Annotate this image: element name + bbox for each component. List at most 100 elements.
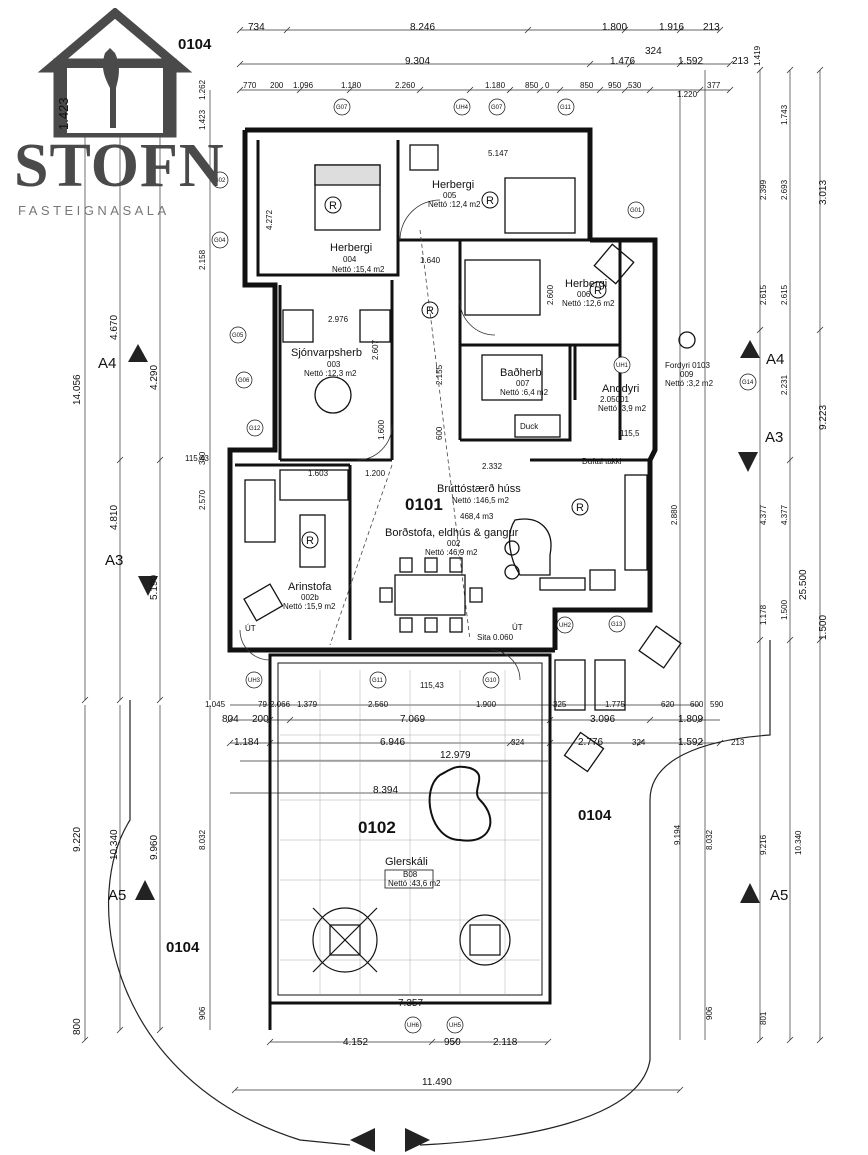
- svg-text:G02: G02: [214, 178, 226, 184]
- svg-text:8.032: 8.032: [705, 829, 714, 850]
- dimension-tick: [636, 739, 644, 747]
- svg-text:213: 213: [731, 738, 745, 747]
- svg-text:1.379: 1.379: [297, 700, 318, 709]
- svg-text:4.670: 4.670: [109, 315, 120, 340]
- svg-text:1.500: 1.500: [818, 615, 829, 640]
- dimension-tick: [726, 86, 734, 94]
- svg-text:324: 324: [645, 46, 662, 57]
- r-label: R: [329, 200, 337, 212]
- dim-bottom-total: 11.490: [422, 1077, 452, 1088]
- svg-text:1.419: 1.419: [753, 45, 762, 66]
- svg-text:79: 79: [258, 700, 267, 709]
- svg-text:2.880: 2.880: [670, 504, 679, 525]
- svg-text:1.220: 1.220: [677, 90, 698, 99]
- tag-markers: [211, 98, 757, 1034]
- glass-label-box: [384, 869, 434, 889]
- svg-text:2.615: 2.615: [780, 284, 789, 305]
- dimension-tick: [726, 60, 734, 68]
- note-ut: ÚT: [245, 624, 256, 633]
- room-name: Baðherb: [500, 367, 542, 379]
- room-name: Herbergi: [565, 278, 607, 290]
- note-duftal: Duftal takki: [582, 457, 622, 466]
- svg-text:620: 620: [661, 700, 675, 709]
- dimension-tick: [286, 716, 294, 724]
- dimension-tick: [756, 66, 764, 74]
- dimension-tick: [236, 86, 244, 94]
- site-outline: [107, 640, 771, 1146]
- zone-label: 0104: [166, 939, 200, 956]
- room-area: Nettó :6,4 m2: [500, 388, 549, 397]
- svg-text:8.246: 8.246: [410, 22, 435, 33]
- door-swings: [239, 199, 521, 681]
- svg-text:213: 213: [703, 22, 720, 33]
- svg-text:906: 906: [198, 1006, 207, 1020]
- dimension-tick: [646, 86, 654, 94]
- room-name: Brúttóstærð húss: [437, 483, 521, 495]
- svg-text:G11: G11: [372, 678, 384, 684]
- svg-text:4.377: 4.377: [780, 504, 789, 525]
- tree-left: [312, 907, 378, 973]
- svg-text:4.377: 4.377: [759, 504, 768, 525]
- room-num: 2.05001: [600, 395, 629, 404]
- room-area: Nettó :12,3 m2: [304, 369, 357, 378]
- note-ut: ÚT: [512, 623, 523, 632]
- dims-left: 14.056 9.220 800 4.670 4.810 10.340 4.29…: [72, 79, 207, 1035]
- dims-mid-row1: 1.045 79 2.066 1.379 2.560 1.900 325 1.7…: [205, 700, 724, 709]
- dimension-tick: [621, 26, 629, 34]
- svg-text:9.960: 9.960: [149, 835, 160, 860]
- svg-text:324: 324: [632, 738, 646, 747]
- r-label: R: [576, 502, 584, 514]
- room-name: Fordyri 0103: [665, 361, 710, 370]
- dimension-tick: [816, 636, 824, 644]
- svg-text:2.155: 2.155: [435, 364, 444, 385]
- svg-text:1.640: 1.640: [420, 256, 441, 265]
- dimension-tick: [226, 716, 234, 724]
- svg-text:3.096: 3.096: [590, 714, 615, 725]
- dimension-tick: [596, 86, 604, 94]
- svg-text:1.603: 1.603: [308, 469, 329, 478]
- svg-text:530: 530: [628, 81, 642, 90]
- svg-text:G01: G01: [630, 208, 642, 214]
- room-num: 002b: [301, 593, 319, 602]
- dimension-tick: [466, 86, 474, 94]
- svg-text:2.158: 2.158: [198, 249, 207, 270]
- dimension-tick: [236, 60, 244, 68]
- note-sita: Sita 0.060: [477, 633, 514, 642]
- dims-mid-row2: 804 200 7.069 3.096 1.809: [222, 714, 703, 725]
- svg-text:2.332: 2.332: [482, 462, 503, 471]
- svg-text:4.810: 4.810: [109, 505, 120, 530]
- room-num: 009: [680, 370, 694, 379]
- svg-text:G11: G11: [560, 105, 572, 111]
- svg-text:1.045: 1.045: [205, 700, 226, 709]
- svg-text:950: 950: [608, 81, 622, 90]
- svg-text:1.900: 1.900: [476, 700, 497, 709]
- svg-text:1.743: 1.743: [780, 104, 789, 125]
- section-label: A5: [108, 887, 126, 904]
- dimension-tick: [556, 86, 564, 94]
- svg-text:2.600: 2.600: [546, 284, 555, 305]
- svg-text:1.180: 1.180: [341, 81, 362, 90]
- svg-text:2.615: 2.615: [759, 284, 768, 305]
- dimension-tick: [156, 456, 164, 464]
- svg-text:324: 324: [511, 738, 525, 747]
- svg-text:9.216: 9.216: [759, 834, 768, 855]
- outer-walls: [227, 127, 658, 653]
- dimension-tick: [451, 1038, 459, 1046]
- dimension-tick: [346, 86, 354, 94]
- svg-text:1.592: 1.592: [678, 56, 703, 67]
- svg-text:800: 800: [72, 1018, 83, 1035]
- svg-text:200: 200: [252, 714, 269, 725]
- zone-label: 0104: [578, 807, 612, 824]
- dimension-tick: [266, 1038, 274, 1046]
- dimension-tick: [786, 66, 794, 74]
- svg-text:850: 850: [525, 81, 539, 90]
- svg-text:G06: G06: [238, 378, 250, 384]
- dimension-tick: [676, 60, 684, 68]
- svg-text:0: 0: [545, 81, 550, 90]
- svg-text:14.056: 14.056: [72, 374, 83, 405]
- svg-text:7.069: 7.069: [400, 714, 425, 725]
- room-name: Sjónvarpsherb: [291, 347, 362, 359]
- svg-text:2.693: 2.693: [780, 179, 789, 200]
- section-triangles: [128, 340, 760, 1152]
- r-markers: [301, 191, 607, 549]
